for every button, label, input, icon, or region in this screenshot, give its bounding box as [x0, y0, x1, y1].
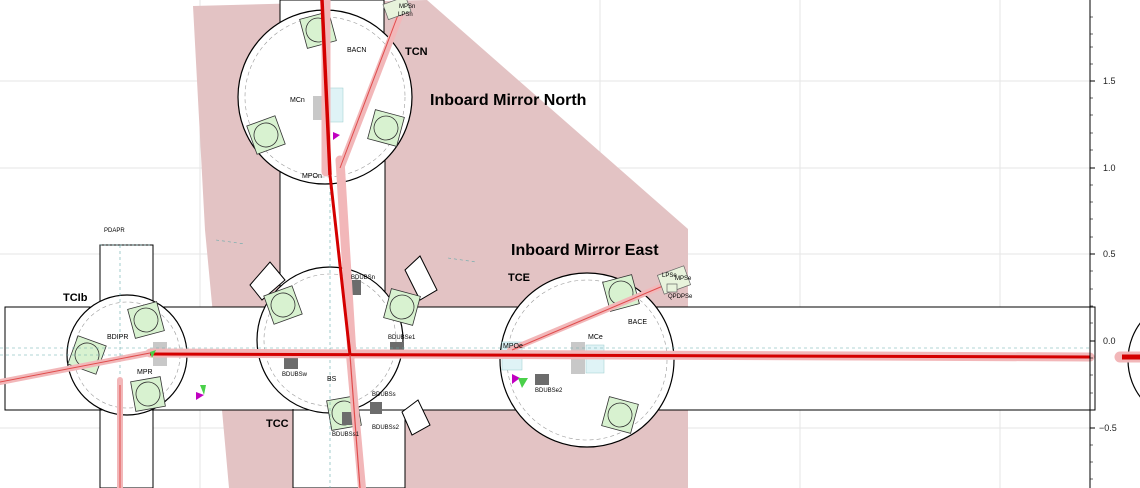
label-bdubsw: BDUBSw [282, 372, 308, 378]
label-bs: BS [327, 376, 337, 383]
chamber-label-tcib: TCIb [63, 292, 88, 304]
label-mpsn: MPSn [399, 4, 415, 10]
label-bdubss: BDUBSs [372, 392, 396, 398]
side-ports [249, 255, 438, 436]
optic-mounts [67, 11, 640, 434]
label-mpse: MPSe [675, 276, 692, 282]
markers [150, 132, 528, 400]
sensor-boxes [382, 0, 692, 295]
axis-tick-label: 1.5 [1103, 76, 1116, 86]
label-mpon: MPOn [302, 173, 322, 180]
label-mce: MCe [588, 334, 603, 341]
right-axis: 1.5 1.0 0.5 0.0 −0.5 [1089, 0, 1117, 488]
axis-tick-label: 0.0 [1103, 336, 1116, 346]
chamber-label-tcn: TCN [405, 46, 428, 58]
label-qpdpse: QPDPSe [668, 294, 693, 300]
label-bdubse1: BDUBSe1 [388, 335, 416, 341]
label-bdubss1: BDUBSs1 [332, 432, 360, 438]
title-inboard-mirror-north: Inboard Mirror North [430, 92, 586, 109]
axis-tick-label: −0.5 [1099, 423, 1117, 433]
label-lpse: LPSe [662, 273, 677, 279]
label-mpoe: MPOe [503, 343, 523, 350]
chamber-label-tce: TCE [508, 272, 530, 284]
axis-tick-label: 0.5 [1103, 249, 1116, 259]
chamber-label-tcc: TCC [266, 418, 289, 430]
label-bdubsn: BDUBSn [351, 275, 375, 281]
label-bdipr: BDIPR [107, 334, 128, 341]
label-bdubse2: BDUBSe2 [535, 388, 563, 394]
title-inboard-mirror-east: Inboard Mirror East [511, 242, 659, 259]
label-mcn: MCn [290, 97, 305, 104]
label-bacn: BACN [347, 47, 366, 54]
label-pdapr: PDAPR [104, 228, 125, 234]
label-bdubss2: BDUBSs2 [372, 425, 400, 431]
label-lpsn: LPSn [398, 12, 413, 18]
label-mpr: MPR [137, 369, 153, 376]
axis-tick-label: 1.0 [1103, 163, 1116, 173]
label-bace: BACE [628, 319, 647, 326]
